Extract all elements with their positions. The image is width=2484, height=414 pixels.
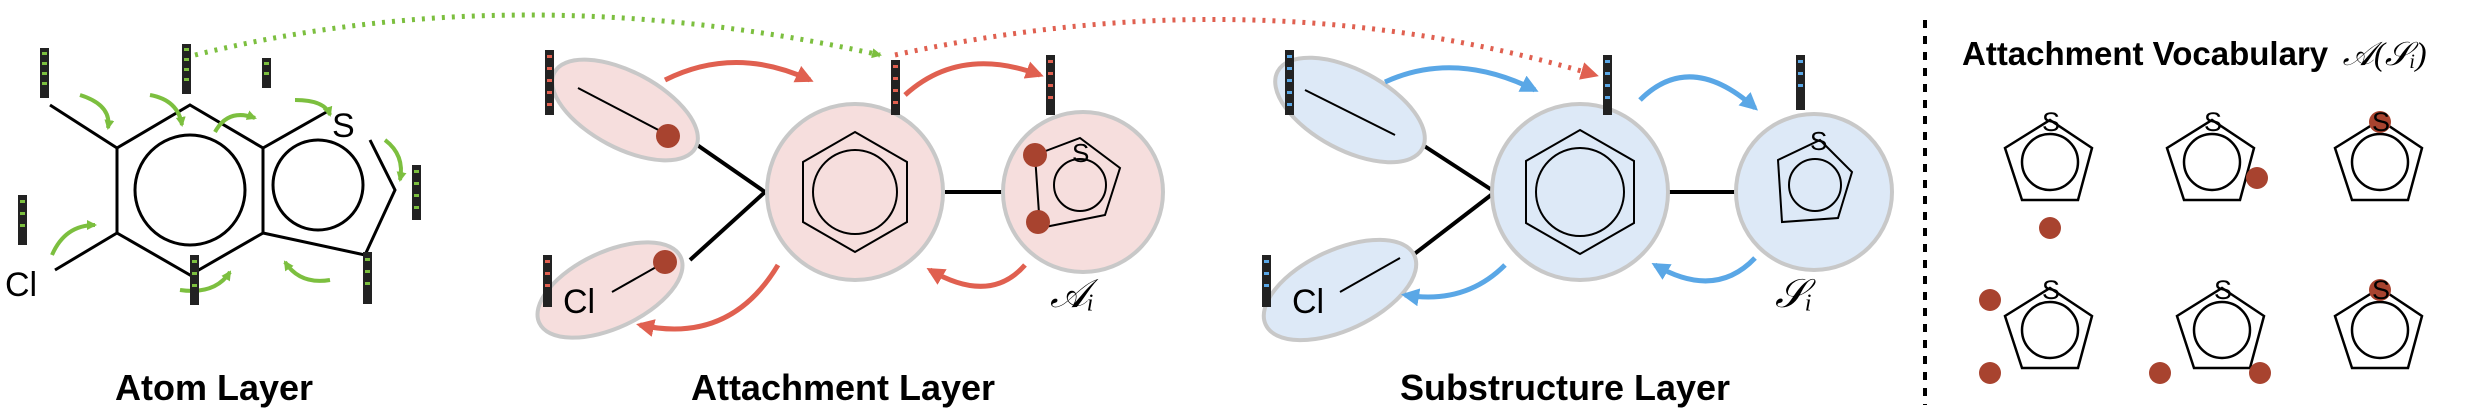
substructure-sulfur-label: S (1810, 126, 1827, 156)
atom-message-arrows (50, 93, 407, 293)
vocab-4-attachment-dot-a (1979, 289, 2001, 311)
atom-chlorine-label: Cl (5, 266, 37, 304)
attachment-feature-bars (543, 50, 1055, 307)
vocab-5-sulfur-label: S (2214, 275, 2232, 305)
substructure-layer-title: Substructure Layer (1400, 367, 1730, 408)
atom-sulfur-label: S (332, 107, 355, 145)
attachment-benzene-node (765, 102, 945, 282)
attachment-symbol: 𝒜ᵢ (1050, 271, 1099, 316)
attachment-chlorine-label: Cl (563, 283, 595, 321)
attachment-vocabulary-panel: Attachment Vocabulary 𝒜(𝒮ᵢ) S S S S (1962, 35, 2427, 384)
atom-to-attachment-connector (194, 12, 882, 59)
substructure-methyl-node (1273, 55, 1427, 165)
atom-layer-molecule: S Cl (5, 103, 397, 304)
substructure-thiophene-node (1734, 112, 1894, 272)
substructure-feature-bars (1262, 50, 1805, 307)
vocab-1-attachment-dot (2039, 217, 2061, 239)
attachment-methyl-node (550, 57, 700, 163)
attachment-layer-title: Attachment Layer (691, 367, 995, 408)
vocabulary-title: Attachment Vocabulary 𝒜(𝒮ᵢ) (1962, 35, 2427, 73)
vocab-2-attachment-dot (2246, 167, 2268, 189)
substructure-symbol: 𝒮ᵢ (1775, 271, 1816, 316)
substructure-chlorine-label: Cl (1292, 283, 1324, 321)
attachment-chloro-node (535, 240, 685, 340)
vocab-5-attachment-dot-a (2149, 362, 2171, 384)
attachment-sulfur-label: S (1072, 138, 1089, 168)
substructure-chloro-node (1261, 237, 1419, 343)
atom-layer-title: Atom Layer (115, 367, 313, 408)
vocab-2-sulfur-label: S (2204, 107, 2222, 137)
substructure-benzene-node (1490, 102, 1670, 282)
vocab-4-sulfur-label: S (2042, 275, 2060, 305)
vocab-1-sulfur-label: S (2042, 107, 2060, 137)
vocab-3-attachment-dot (2369, 111, 2391, 133)
attachment-layer-graph: Cl S 𝒜ᵢ (535, 57, 1165, 340)
vocab-6-attachment-dot (2369, 279, 2391, 301)
atom-feature-bars (18, 44, 421, 305)
attachment-to-substructure-connector (894, 16, 1599, 80)
attachment-thiophene-node (1001, 110, 1165, 274)
vocab-6-sulfur-label: S (2372, 275, 2390, 305)
vocab-4-attachment-dot-b (1979, 362, 2001, 384)
substructure-layer-graph: Cl S 𝒮ᵢ (1261, 55, 1894, 343)
vocab-3-sulfur-label: S (2372, 107, 2390, 137)
vocab-5-attachment-dot-b (2249, 362, 2271, 384)
